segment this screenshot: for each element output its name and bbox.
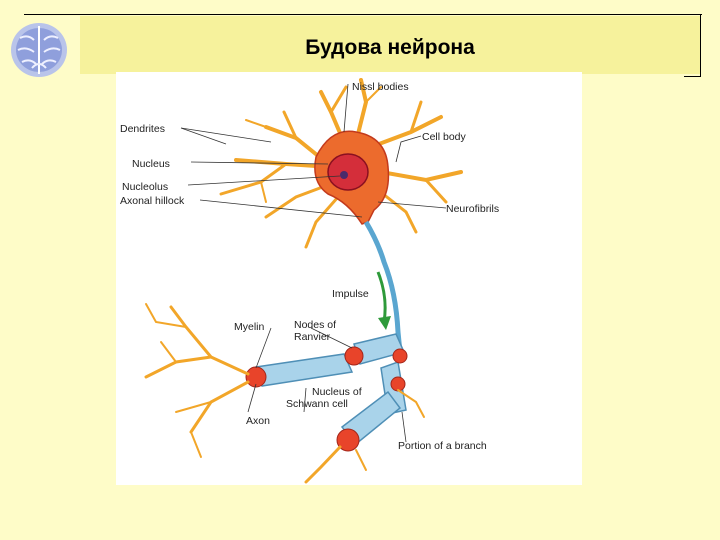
label-nodes-of-ranvier-line1: Nodes of — [294, 319, 336, 331]
neuron-svg: Nissl bodies Dendrites Nucleus Nucleolus… — [120, 78, 499, 484]
nucleolus — [340, 171, 348, 179]
label-nucleolus: Nucleolus — [122, 181, 168, 193]
axon-shaft — [363, 220, 403, 353]
impulse-arrow — [376, 271, 387, 323]
neuron-diagram: Nissl bodies Dendrites Nucleus Nucleolus… — [116, 72, 582, 485]
frame-bottom-line — [684, 76, 701, 77]
slide-title: Будова нейрона — [305, 36, 475, 59]
label-dendrites: Dendrites — [120, 123, 165, 135]
label-nissl-bodies: Nissl bodies — [352, 81, 409, 93]
label-nucleus-of-schwann-line2: Schwann cell — [286, 398, 348, 410]
nodes-of-ranvier — [245, 346, 408, 452]
label-impulse: Impulse — [332, 288, 369, 300]
label-nucleus-of-schwann-line1: Nucleus of — [312, 386, 362, 398]
label-nodes-of-ranvier-line2: Ranvier — [294, 331, 331, 343]
terminal-branches — [144, 303, 425, 484]
nucleus — [327, 153, 369, 191]
frame-top-line — [24, 14, 702, 15]
brain-logo-icon — [6, 20, 72, 80]
label-axonal-hillock: Axonal hillock — [120, 195, 185, 207]
label-neurofibrils: Neurofibrils — [446, 203, 499, 215]
label-axon: Axon — [246, 415, 270, 427]
label-cell-body: Cell body — [422, 131, 467, 143]
leader-lines — [180, 83, 447, 443]
title-bar — [80, 16, 700, 74]
label-portion-of-branch: Portion of a branch — [398, 440, 487, 452]
label-myelin: Myelin — [234, 321, 265, 333]
frame-right-line — [700, 14, 701, 76]
label-nucleus: Nucleus — [132, 158, 170, 170]
